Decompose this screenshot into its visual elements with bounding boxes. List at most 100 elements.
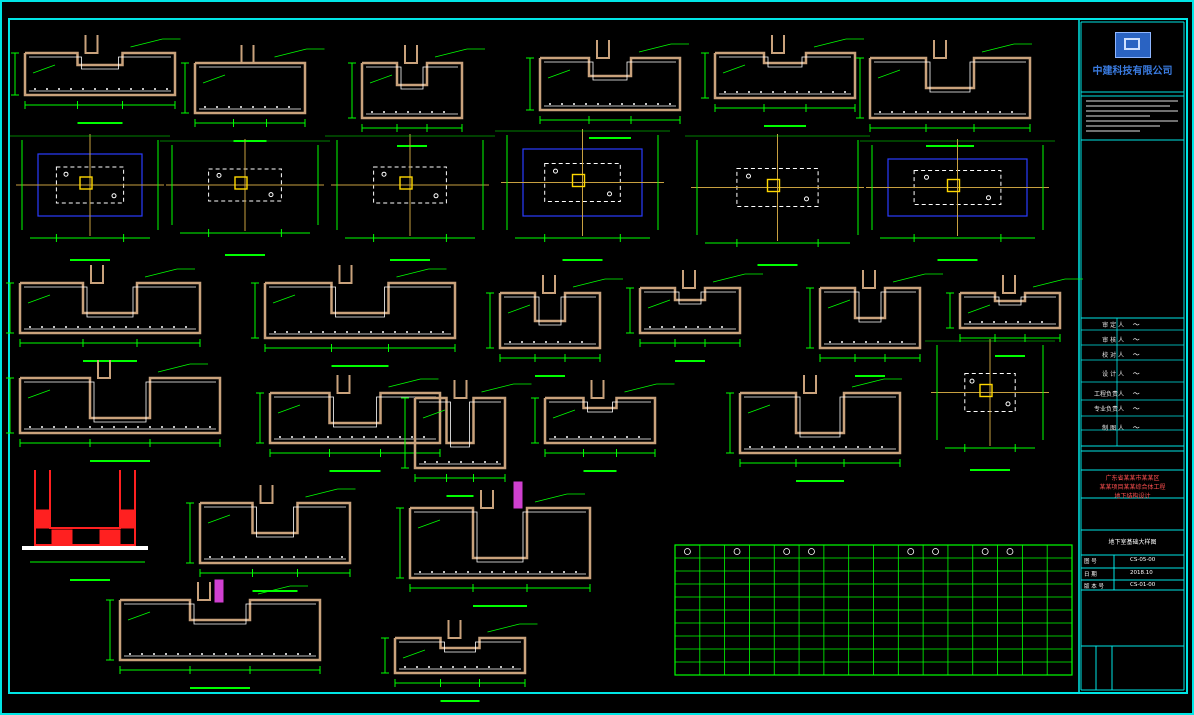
rebar-line — [24, 286, 196, 318]
leader-line — [417, 519, 441, 529]
rebar-dot — [419, 111, 421, 113]
concrete-outline — [118, 598, 322, 662]
rebar-dot — [975, 111, 977, 113]
rebar-dot — [276, 106, 278, 108]
rebar-dot — [464, 666, 466, 668]
column-outline — [336, 375, 351, 394]
rebar-dot — [833, 446, 835, 448]
concrete-outline — [543, 396, 657, 445]
rebar-dot — [551, 571, 553, 573]
table-header-circle — [808, 548, 815, 555]
meta-value: 2018.10 — [1130, 570, 1153, 576]
rebar-dot — [939, 111, 941, 113]
column-square — [234, 176, 248, 190]
rebar-dot — [423, 436, 425, 438]
rebar-dot — [288, 106, 290, 108]
meta-value: CS-01-00 — [1130, 582, 1156, 588]
red-section-outline — [49, 470, 121, 529]
signature: ～ — [1132, 390, 1139, 398]
rebar-line — [399, 641, 521, 653]
company-logo-icon — [1114, 32, 1151, 58]
rebar-dot — [363, 436, 365, 438]
rebar-dot — [53, 426, 55, 428]
role-label: 审 核 人 — [1102, 337, 1124, 344]
column-outline — [480, 490, 494, 509]
rebar-dot — [865, 341, 867, 343]
rebar-dot — [633, 103, 635, 105]
leader-line — [507, 304, 531, 314]
concrete-outline — [738, 391, 902, 455]
pile-mark — [111, 193, 117, 199]
rebar-dot — [399, 436, 401, 438]
rebar-dot — [94, 88, 96, 90]
rebar-line — [644, 291, 736, 305]
rebar-dot — [724, 91, 726, 93]
rebar-dot — [201, 653, 203, 655]
project-name: 广东省某某市某某区 某某项目某某综合体工程 地下结构设计 — [1080, 474, 1185, 501]
column-outline — [447, 620, 462, 639]
rebar-dot — [440, 666, 442, 668]
rebar-dot — [228, 106, 230, 108]
column-outline — [933, 40, 947, 59]
rebar-dot — [809, 446, 811, 448]
project-line: 广东省某某市某某区 — [1105, 475, 1160, 482]
table-header-circle — [1006, 548, 1014, 555]
pile-mark — [924, 174, 929, 180]
rebar-dot — [89, 326, 91, 328]
rebar-dot — [448, 461, 450, 463]
leader-line — [369, 74, 393, 84]
rebar-dot — [65, 426, 67, 428]
signature: ～ — [1132, 336, 1139, 344]
leader-line — [712, 273, 746, 283]
rebar-dot — [315, 436, 317, 438]
leader-line — [481, 383, 514, 393]
rebar-dot — [209, 556, 211, 558]
concrete-outline — [393, 636, 527, 675]
column-outline — [197, 582, 211, 601]
column-outline — [771, 35, 785, 54]
rebar-dot — [261, 653, 263, 655]
rebar-dot — [125, 326, 127, 328]
rebar-dot — [431, 571, 433, 573]
rebar-dot — [303, 436, 305, 438]
meta-key: 图 号 — [1084, 559, 1097, 565]
rebar-dot — [161, 426, 163, 428]
rebar-dot — [375, 436, 377, 438]
rebar-line — [124, 603, 316, 625]
rebar-dot — [1041, 321, 1043, 323]
rebar-dot — [877, 341, 879, 343]
rebar-dot — [645, 103, 647, 105]
leader-line — [277, 404, 301, 414]
rebar-dot — [34, 88, 36, 90]
role-label: 审 定 人 — [1102, 322, 1124, 329]
rebar-dot — [521, 341, 523, 343]
rebar-dot — [488, 666, 490, 668]
leader-line — [981, 43, 1015, 53]
rebar-dot — [185, 326, 187, 328]
rebar-dot — [419, 571, 421, 573]
rebar-dot — [597, 103, 599, 105]
rebar-dot — [999, 111, 1001, 113]
rebar-dot — [455, 571, 457, 573]
rebar-dot — [614, 436, 616, 438]
rebar-dot — [476, 666, 478, 668]
rebar-dot — [309, 653, 311, 655]
rebar-dot — [291, 436, 293, 438]
concrete-outline — [18, 376, 222, 435]
role-label: 制 图 人 — [1102, 425, 1124, 432]
table-header-circle — [981, 548, 989, 555]
leader-line — [32, 64, 56, 74]
leader-line — [272, 294, 296, 304]
rebar-dot — [626, 436, 628, 438]
rebar-dot — [177, 653, 179, 655]
leader-line — [722, 64, 746, 74]
rebar-dot — [820, 91, 822, 93]
rebar-dot — [424, 461, 426, 463]
leader-line — [487, 623, 520, 633]
rebar-dot — [509, 341, 511, 343]
column-outline — [862, 270, 876, 289]
column-outline — [596, 40, 610, 59]
rebar-dot — [382, 331, 384, 333]
